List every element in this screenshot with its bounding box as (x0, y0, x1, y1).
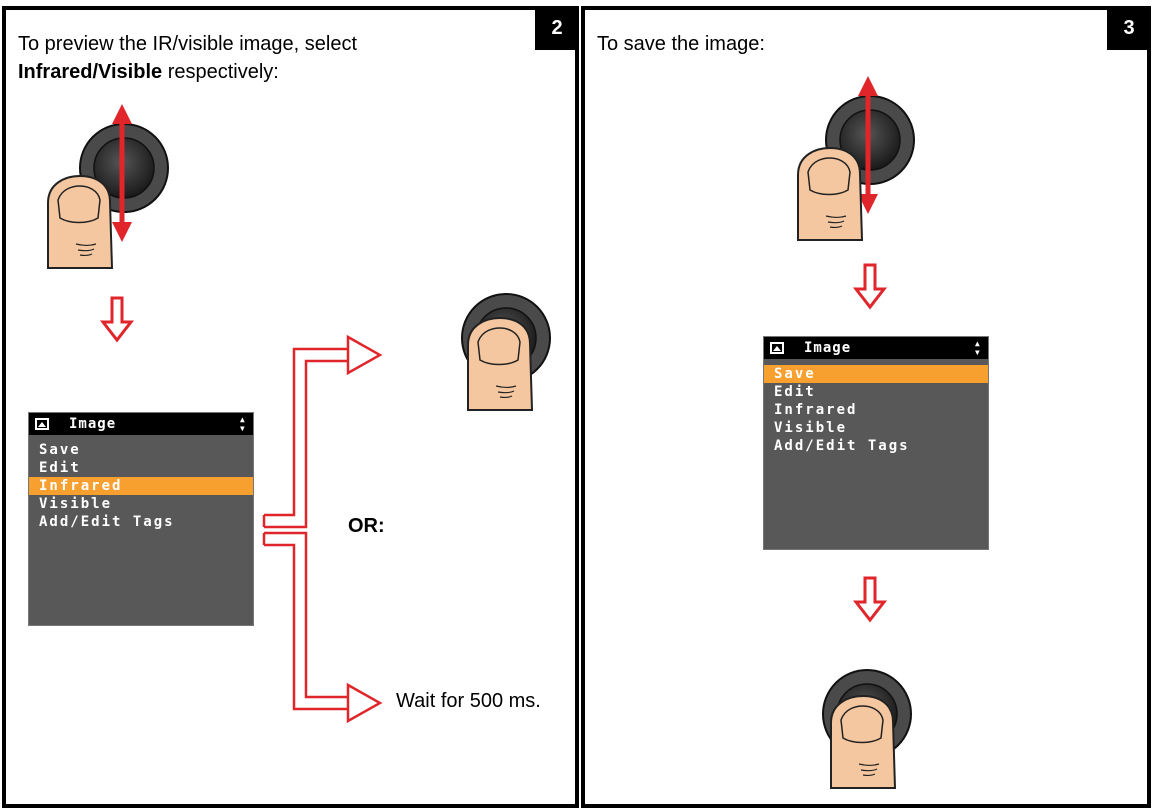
joystick-press-illustration (822, 669, 912, 789)
updown-arrow-icon (858, 76, 878, 214)
image-icon (35, 418, 49, 430)
step-number-badge: 2 (535, 6, 579, 50)
branch-arrows (262, 334, 383, 724)
step-3-instruction: To save the image: (597, 30, 765, 58)
joystick-updown-illustration (797, 76, 915, 241)
lcd-menu-item-add-edit-tags: Add/Edit Tags (39, 514, 175, 530)
updown-arrow-icon (112, 104, 132, 242)
lcd-menu-title: Image (69, 416, 117, 432)
lcd-menu-item-infrared: Infrared (774, 402, 858, 418)
joystick-press-illustration (461, 293, 551, 411)
lcd-menu-item-infrared: Infrared (29, 477, 253, 495)
instruction-rest-text: respectively: (162, 61, 279, 83)
wait-label: Wait for 500 ms. (396, 690, 541, 712)
instruction-text: To save the image: (597, 33, 765, 55)
or-label: OR: (348, 515, 385, 537)
lcd-menu-title: Image (804, 340, 852, 356)
sort-icon: ▴▾ (238, 412, 247, 435)
sort-icon: ▴▾ (973, 336, 982, 359)
lcd-menu-item-save: Save (764, 365, 988, 383)
thumb-icon (830, 695, 896, 789)
instruction-bold-text: Infrared/Visible (18, 61, 163, 83)
step-number-badge: 3 (1107, 6, 1151, 50)
step-2-instruction: To preview the IR/visible image, select … (18, 30, 357, 86)
down-hollow-arrow-icon (101, 296, 133, 342)
lcd-menu-item-save: Save (39, 442, 81, 458)
thumb-icon (467, 317, 533, 411)
step-2-panel: 2 To preview the IR/visible image, selec… (2, 6, 579, 808)
instruction-text: To preview the IR/visible image, select (18, 33, 358, 55)
lcd-menu-item-visible: Visible (774, 420, 848, 436)
thumb-icon (47, 175, 113, 269)
lcd-menu-item-edit: Edit (39, 460, 81, 476)
lcd-menu-header: Image ▴▾ (29, 413, 253, 435)
joystick-updown-illustration (47, 104, 169, 269)
down-hollow-arrow-icon (854, 263, 886, 309)
down-hollow-arrow-icon (854, 576, 886, 622)
lcd-menu-header: Image ▴▾ (764, 337, 988, 359)
lcd-menu-item-edit: Edit (774, 384, 816, 400)
lcd-menu-item-visible: Visible (39, 496, 113, 512)
lcd-menu-item-add-edit-tags: Add/Edit Tags (774, 438, 910, 454)
image-icon (770, 342, 784, 354)
thumb-icon (797, 147, 863, 241)
